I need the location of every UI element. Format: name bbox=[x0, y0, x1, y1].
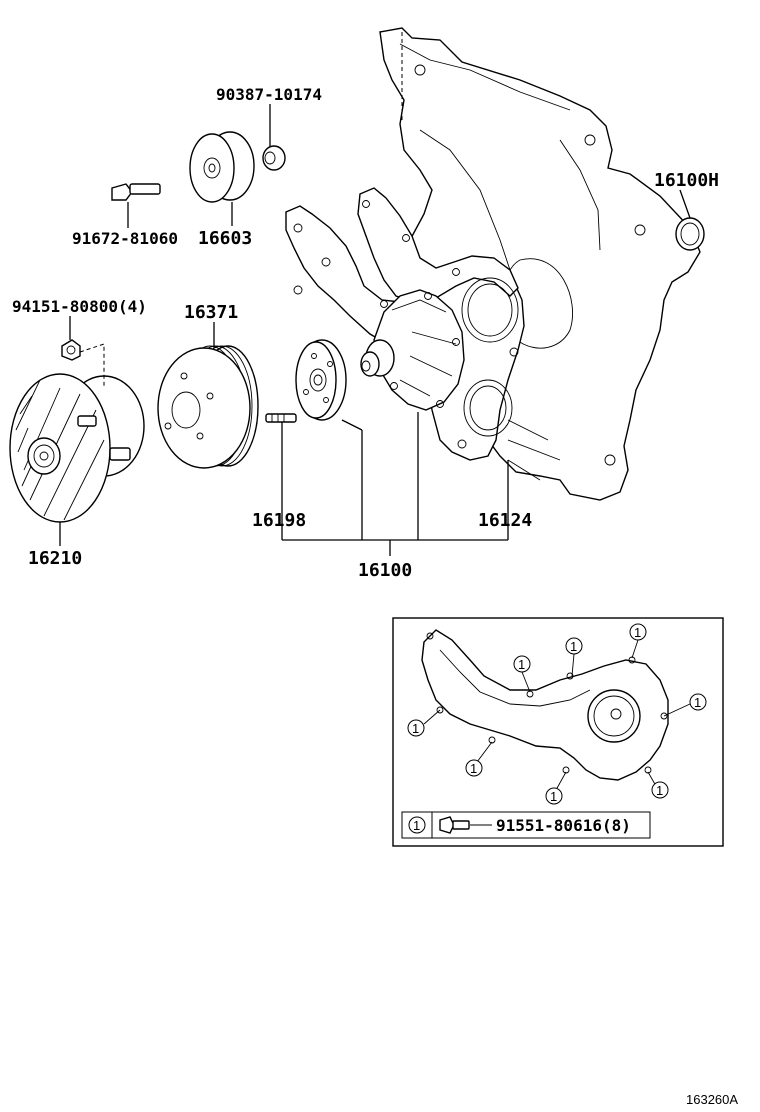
gasket-port-rings bbox=[461, 277, 519, 437]
inset-legend: 1 91551-80616(8) bbox=[401, 811, 651, 839]
bolt-icon bbox=[439, 816, 470, 834]
diagram-reference-code: 163260A bbox=[686, 1092, 738, 1107]
water-pump bbox=[360, 289, 465, 411]
label-16603: 16603 bbox=[198, 228, 252, 249]
label-16100: 16100 bbox=[358, 560, 412, 581]
label-16371: 16371 bbox=[184, 302, 238, 323]
bolt-location-inset: 1 1 1 1 1 1 1 1 bbox=[392, 617, 724, 847]
water-pump-gasket-inner bbox=[357, 187, 519, 303]
marker-1: 1 bbox=[545, 787, 563, 805]
nut bbox=[61, 339, 81, 361]
spacer bbox=[262, 145, 286, 171]
marker-1: 1 bbox=[651, 781, 669, 799]
svg-text:1: 1 bbox=[518, 657, 525, 672]
o-ring bbox=[675, 217, 705, 251]
svg-text:1: 1 bbox=[550, 789, 557, 804]
svg-text:1: 1 bbox=[656, 783, 663, 798]
legend-marker: 1 bbox=[413, 818, 420, 833]
marker-1: 1 bbox=[565, 637, 583, 655]
svg-text:1: 1 bbox=[634, 625, 641, 640]
label-91672-81060: 91672-81060 bbox=[72, 229, 178, 248]
leader-lines bbox=[59, 104, 691, 556]
label-94151-80800: 94151-80800(4) bbox=[12, 297, 147, 316]
svg-text:1: 1 bbox=[470, 761, 477, 776]
svg-text:1: 1 bbox=[570, 639, 577, 654]
legend-part-number: 91551-80616(8) bbox=[496, 816, 631, 835]
stud-bolt bbox=[265, 413, 297, 423]
marker-1: 1 bbox=[629, 623, 647, 641]
nut-dash-leader bbox=[79, 343, 105, 386]
fan-clutch bbox=[9, 373, 145, 523]
label-16210: 16210 bbox=[28, 548, 82, 569]
pump-pulley-flange bbox=[295, 339, 347, 421]
part-labels: 90387-10174 16100H 91672-81060 16603 941… bbox=[12, 85, 719, 581]
label-16124: 16124 bbox=[478, 510, 532, 531]
marker-1: 1 bbox=[689, 693, 707, 711]
label-16100h: 16100H bbox=[654, 170, 719, 191]
fan-pulley bbox=[157, 345, 259, 469]
label-16198: 16198 bbox=[252, 510, 306, 531]
svg-text:1: 1 bbox=[694, 695, 701, 710]
svg-text:1: 1 bbox=[412, 721, 419, 736]
marker-1: 1 bbox=[465, 759, 483, 777]
marker-1: 1 bbox=[407, 719, 425, 737]
label-90387-10174: 90387-10174 bbox=[216, 85, 322, 104]
idler-pulley bbox=[189, 131, 255, 203]
flange-bolt bbox=[111, 183, 161, 201]
marker-1: 1 bbox=[513, 655, 531, 673]
